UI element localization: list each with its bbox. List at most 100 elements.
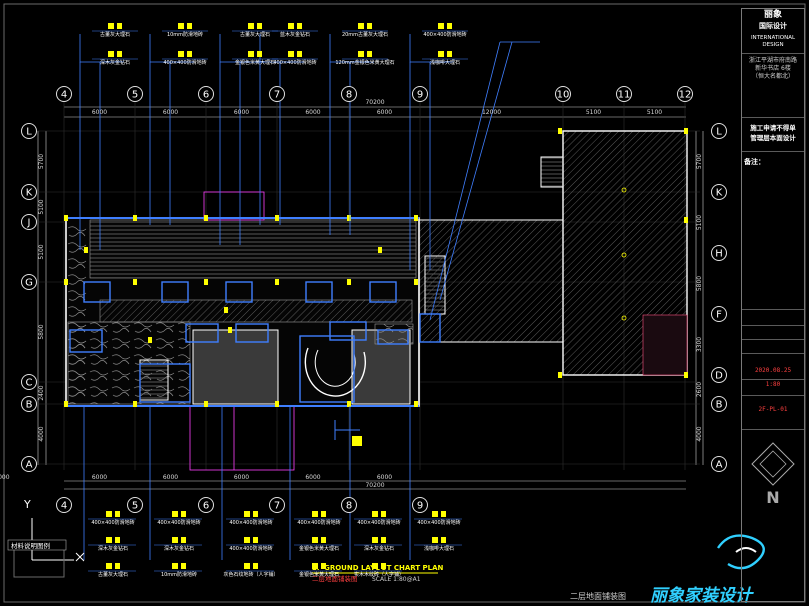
axis-bubble-bottom-4: 4	[56, 497, 72, 513]
axis-bubble-left-L: L	[21, 123, 37, 139]
columns	[64, 128, 688, 407]
dim-bottom-3: 6000	[305, 474, 320, 481]
top-material-label: 400×400防滑地砖	[423, 31, 466, 38]
company-logo-line2: 国际设计	[759, 22, 787, 30]
svg-text:7: 7	[274, 90, 280, 101]
axis-bubble-bottom-9: 9	[412, 497, 428, 513]
brand-watermark	[717, 534, 765, 570]
top-material-label: 深木灰金钻石	[100, 59, 130, 66]
dim-left-3: 5800	[38, 324, 45, 339]
dim-left-0: 5700	[38, 154, 45, 169]
bottom-material-label: 实木木纹砖（人字铺）	[354, 571, 404, 578]
svg-text:4: 4	[61, 90, 67, 101]
svg-text:6: 6	[203, 90, 209, 101]
axis-bubble-right-H: H	[711, 245, 727, 261]
svg-text:D: D	[715, 371, 723, 382]
dim-bottom-0: 6000	[92, 474, 107, 481]
axis-bubble-right-A: A	[711, 456, 727, 472]
axis-bubble-top-9: 9	[412, 86, 428, 102]
company-address-1: 浙江平湖市府南路	[748, 57, 797, 64]
notes-label: 备注：	[744, 158, 765, 166]
sheet-number: 2F-PL-01	[758, 406, 788, 413]
drawing-scale: 1:80	[765, 381, 781, 388]
dim-bottom-total: 70200	[365, 482, 384, 489]
axis-bubble-left-G: G	[21, 274, 37, 290]
bottom-material-label: 古董灰大理石	[98, 571, 128, 578]
svg-text:8: 8	[346, 90, 352, 101]
company-logo-line3: INTERNATIONAL DESIGN	[750, 35, 796, 48]
axis-bubble-left-A: A	[21, 456, 37, 472]
bottom-material-label: 深木灰金钻石	[164, 545, 194, 552]
svg-text:4: 4	[61, 501, 67, 512]
hall-block	[540, 130, 688, 376]
axis-bubble-top-10: 10	[555, 86, 571, 102]
dim-top-total: 70200	[365, 99, 384, 106]
bottom-material-label: 金银色米黄大理石	[299, 545, 339, 552]
company-address-3: （恒大名都北）	[751, 73, 794, 80]
top-material-label: 120mm金银色米黄大理石	[335, 59, 394, 66]
svg-text:K: K	[26, 188, 33, 199]
svg-text:L: L	[26, 127, 32, 138]
svg-text:7: 7	[274, 501, 280, 512]
axis-bubble-bottom-8: 8	[341, 497, 357, 513]
top-material-label: 古董灰大理石	[240, 31, 270, 38]
svg-text:J: J	[27, 218, 31, 229]
corridor-block	[418, 219, 564, 343]
sheet-footer: 二层地面铺装图	[570, 591, 626, 601]
sheet-frame	[3, 3, 806, 603]
project-name-1: 施工申请不得单	[750, 124, 796, 132]
axis-bubble-right-D: D	[711, 367, 727, 383]
legend-label: 材料说明图例	[11, 541, 50, 550]
svg-text:B: B	[716, 400, 723, 411]
dim-bottom-1: 6000	[163, 474, 178, 481]
axis-bubble-left-K: K	[21, 184, 37, 200]
svg-text:9: 9	[417, 501, 423, 512]
svg-text:9: 9	[417, 90, 423, 101]
bottom-material-label: 400×400防滑地砖	[229, 545, 272, 552]
dim-top-0: 6000	[92, 109, 107, 116]
axis-bubble-left-B: B	[21, 396, 37, 412]
bottom-material-label: 金银色米黄大理石	[299, 571, 339, 578]
bottom-material-label: 400×400防滑地砖	[157, 519, 200, 526]
axis-bubble-left-C: C	[21, 374, 37, 390]
axis-bubble-top-6: 6	[198, 86, 214, 102]
svg-text:8: 8	[346, 501, 352, 512]
bottom-material-labels: 400×400防滑地砖 400×400防滑地砖 400×400防滑地砖 400×400…	[88, 511, 462, 578]
bottom-material-label: 400×400防滑地砖	[91, 519, 134, 526]
svg-text:A: A	[716, 460, 723, 471]
plan-subtitle: 二层地面铺装图	[312, 574, 358, 583]
bottom-material-label: 深木灰金钻石	[98, 545, 128, 552]
dim-top-7: 5100	[647, 109, 662, 116]
dimension-lines	[37, 106, 704, 490]
svg-text:G: G	[25, 278, 33, 289]
bottom-material-label: 灰色石纹地砖（人字铺）	[223, 571, 278, 578]
brand-watermark-text: 丽象家装设计	[650, 586, 754, 606]
dim-bottom-5: 12000	[0, 474, 10, 481]
dim-bottom-2: 6000	[234, 474, 249, 481]
svg-text:B: B	[26, 400, 33, 411]
dim-left-5: 4000	[38, 426, 45, 441]
plan-scale: SCALE 1:80@A1	[372, 576, 421, 583]
ucs-y-label: Y	[23, 498, 31, 511]
axis-bubble-right-L: L	[711, 123, 727, 139]
dim-top-6: 5100	[586, 109, 601, 116]
top-material-label: 古董灰大理石	[100, 31, 130, 38]
dim-right-4: 2600	[696, 382, 703, 397]
svg-text:5: 5	[132, 90, 138, 101]
stair-small	[424, 255, 446, 315]
top-material-label: 20mm古董灰大理石	[342, 31, 388, 38]
dim-right-2: 5800	[696, 276, 703, 291]
svg-text:A: A	[26, 460, 33, 471]
svg-text:6: 6	[203, 501, 209, 512]
bottom-material-label: 400×400防滑地砖	[357, 519, 400, 526]
svg-text:12: 12	[679, 90, 692, 101]
top-material-label: 蓝木灰金钻石	[280, 31, 310, 38]
dim-top-5: 12000	[482, 109, 501, 116]
axis-bubble-bottom-7: 7	[269, 497, 285, 513]
bottom-material-label: 10mm防滑地砖	[161, 571, 197, 578]
dim-left-2: 5100	[38, 244, 45, 259]
top-material-label: 金银色米黄大理石	[235, 59, 275, 66]
